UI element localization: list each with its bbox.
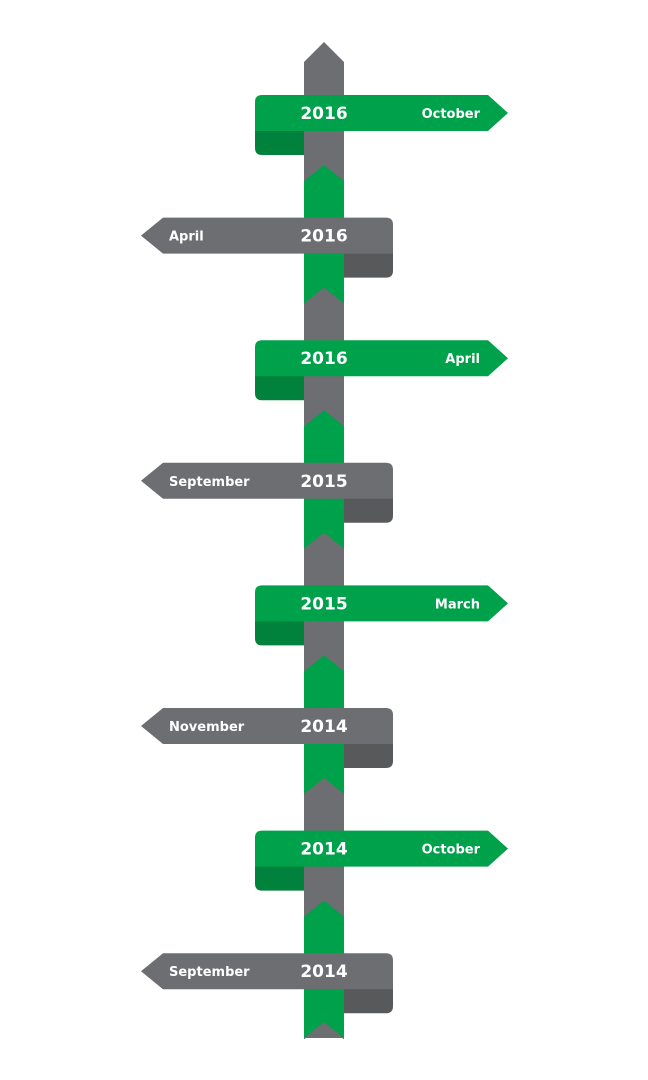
timeline-sign-8: 2014 September bbox=[141, 953, 393, 1014]
sign-year: 2016 bbox=[300, 104, 347, 124]
sign-band bbox=[255, 585, 508, 622]
sign-year: 2015 bbox=[300, 472, 347, 492]
sign-month: October bbox=[422, 107, 481, 122]
timeline-sign-7: 2014 October bbox=[255, 830, 508, 891]
sign-month: September bbox=[169, 475, 250, 490]
timeline-spine bbox=[304, 42, 344, 1040]
timeline-sign-6: 2014 November bbox=[141, 708, 393, 768]
sign-year: 2014 bbox=[300, 840, 347, 860]
sign-month: October bbox=[422, 843, 481, 858]
sign-band bbox=[141, 217, 393, 254]
timeline-sign-4: 2015 September bbox=[141, 462, 393, 523]
sign-month: September bbox=[169, 965, 250, 980]
sign-year: 2014 bbox=[300, 962, 347, 982]
sign-band bbox=[141, 708, 393, 744]
sign-year: 2014 bbox=[300, 717, 347, 737]
sign-band bbox=[255, 830, 508, 867]
sign-month: March bbox=[435, 597, 480, 612]
sign-band bbox=[255, 340, 508, 377]
sign-year: 2015 bbox=[300, 594, 347, 614]
timeline-sign-5: 2015 March bbox=[255, 585, 508, 646]
spine-top-arrow bbox=[304, 42, 344, 82]
sign-month: April bbox=[169, 230, 204, 245]
sign-month: April bbox=[445, 352, 480, 367]
timeline-sign-3: 2016 April bbox=[255, 340, 508, 401]
sign-year: 2016 bbox=[300, 227, 347, 247]
sign-month: November bbox=[169, 720, 245, 735]
sign-year: 2016 bbox=[300, 349, 347, 369]
sign-band bbox=[141, 953, 393, 990]
timeline-sign-2: 2016 April bbox=[141, 217, 393, 278]
sign-band bbox=[141, 462, 393, 499]
timeline-sign-1: 2016 October bbox=[255, 95, 508, 155]
sign-band bbox=[255, 95, 508, 131]
